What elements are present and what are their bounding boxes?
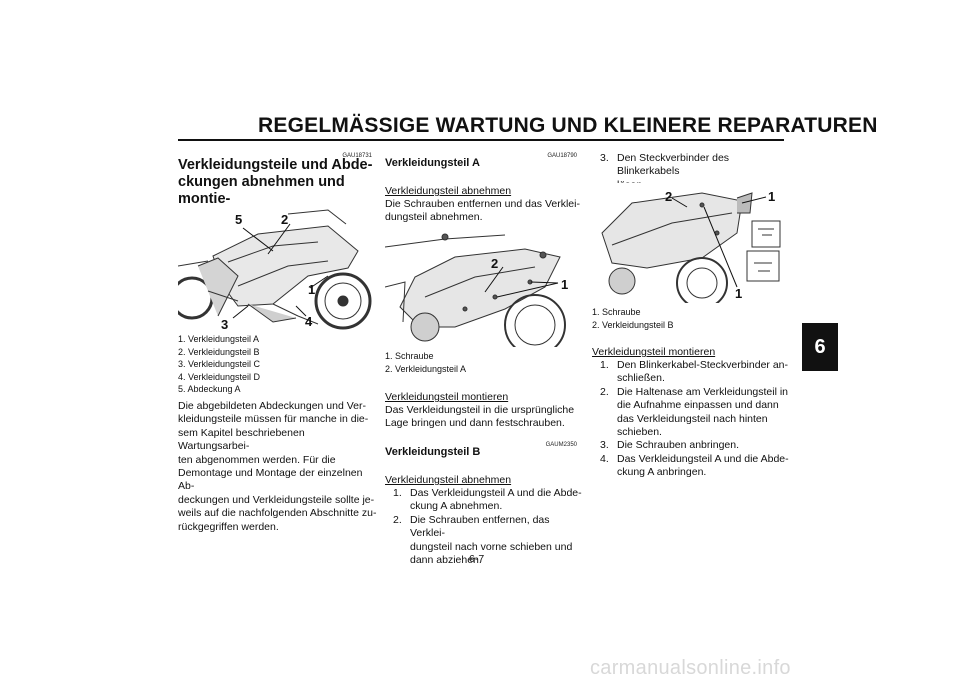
caption-item: 5. Abdeckung A	[178, 384, 241, 395]
caption-item: 3. Verkleidungsteil C	[178, 359, 261, 370]
caption-item: 1. Schraube	[592, 307, 641, 317]
header-rule	[178, 139, 784, 141]
caption-item: 2. Verkleidungsteil A	[385, 363, 467, 374]
paragraph: Die Schrauben entfernen und das Verklei-…	[385, 198, 580, 224]
figure-callout: 1	[561, 277, 568, 292]
figure-callout: 1	[735, 286, 742, 301]
figure-callout: 3	[221, 317, 228, 332]
figure-caption-list: 1. Verkleidungsteil A 2. Verkleidungstei…	[178, 333, 260, 396]
figure-callout: 2	[491, 256, 498, 271]
fairing-a-figure: 2 1	[385, 227, 580, 347]
figure-callout: 1	[308, 282, 315, 297]
list-item: 1. Das Verkleidungsteil A und die Abde- …	[393, 487, 582, 513]
figure-callout: 4	[305, 314, 313, 329]
page-number: 6-7	[469, 553, 485, 565]
section-heading: Verkleidungsteil A	[385, 157, 480, 169]
list-item: 4. Das Verkleidungsteil A und die Abde- …	[600, 452, 789, 479]
subheading: Verkleidungsteil abnehmen	[385, 185, 512, 197]
figure-callout: 2	[281, 212, 288, 227]
caption-item: 1. Verkleidungsteil A	[178, 334, 260, 344]
paragraph: Das Verkleidungsteil in die ursprünglich…	[385, 404, 575, 430]
list-item: 2. Die Schrauben entfernen, das Verklei-…	[393, 513, 573, 567]
intro-paragraph: Die abgebildeten Abdeckungen und Ver- kl…	[178, 400, 377, 533]
page-title: REGELMÄSSIGE WARTUNG UND KLEINERE REPARA…	[258, 114, 878, 137]
caption-item: 1. Schraube	[385, 351, 434, 361]
list-item: 3. Die Schrauben anbringen.	[600, 439, 740, 452]
section-heading: Verkleidungsteil B	[385, 446, 481, 458]
section-heading: Verkleidungsteile und Abde- ckungen abne…	[178, 157, 373, 224]
section-code: GAU18731	[342, 153, 372, 159]
fairing-overview-figure: 5 2 1 3 4	[178, 206, 373, 332]
figure-caption-list: 1. Schraube 2. Verkleidungsteil A	[385, 350, 466, 375]
subheading: Verkleidungsteil montieren	[592, 346, 716, 358]
subheading: Verkleidungsteil montieren	[385, 391, 509, 403]
subheading: Verkleidungsteil abnehmen	[385, 474, 512, 486]
watermark: carmanualsonline.info	[590, 657, 791, 679]
figure-callout: 2	[665, 189, 672, 204]
section-code: GAU18790	[547, 153, 577, 159]
step-list: 1. Das Verkleidungsteil A und die Abde- …	[393, 487, 583, 567]
caption-item: 2. Verkleidungsteil B	[178, 346, 260, 357]
list-item: 1. Den Blinkerkabel-Steckverbinder an- s…	[600, 359, 788, 385]
step-list: 1. Den Blinkerkabel-Steckverbinder an- s…	[600, 359, 790, 480]
caption-item: 4. Verkleidungsteil D	[178, 371, 261, 382]
figure-caption-list: 1. Schraube 2. Verkleidungsteil B	[592, 306, 674, 331]
fairing-b-figure: 2 1 1	[592, 183, 787, 303]
figure-callout: 1	[768, 189, 775, 204]
chapter-tab: 6	[802, 323, 838, 371]
list-item: 2. Die Haltenase am Verkleidungsteil in …	[600, 385, 789, 439]
caption-item: 2. Verkleidungsteil B	[592, 319, 674, 330]
section-code: GAUM2350	[545, 442, 577, 448]
figure-callout: 5	[235, 212, 242, 227]
